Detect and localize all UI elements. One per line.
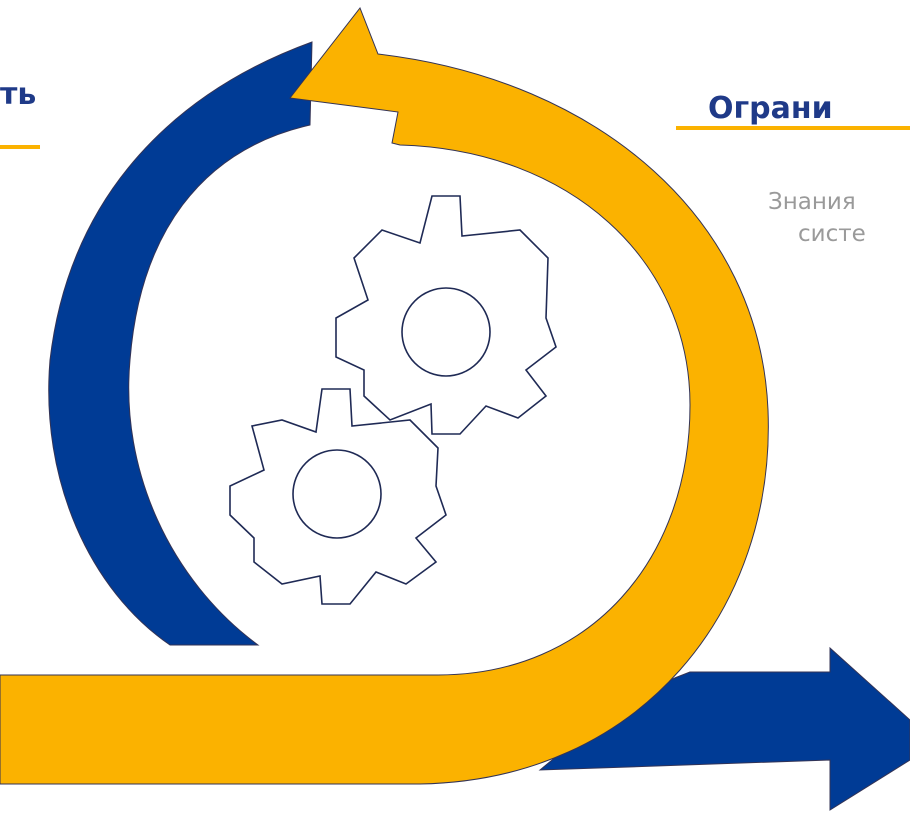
gear-upper-icon [335, 195, 557, 435]
right-title-underline [676, 126, 910, 130]
left-title-underline [0, 145, 40, 149]
left-title: ть [0, 77, 37, 112]
right-title: Ограни [708, 91, 833, 126]
right-desc-line2: систе [798, 221, 866, 247]
blue-cycle-arc [48, 41, 313, 646]
gear-lower-icon [229, 388, 447, 605]
yellow-cycle-arrow [0, 6, 769, 785]
right-desc-line1: Знания [768, 189, 856, 215]
